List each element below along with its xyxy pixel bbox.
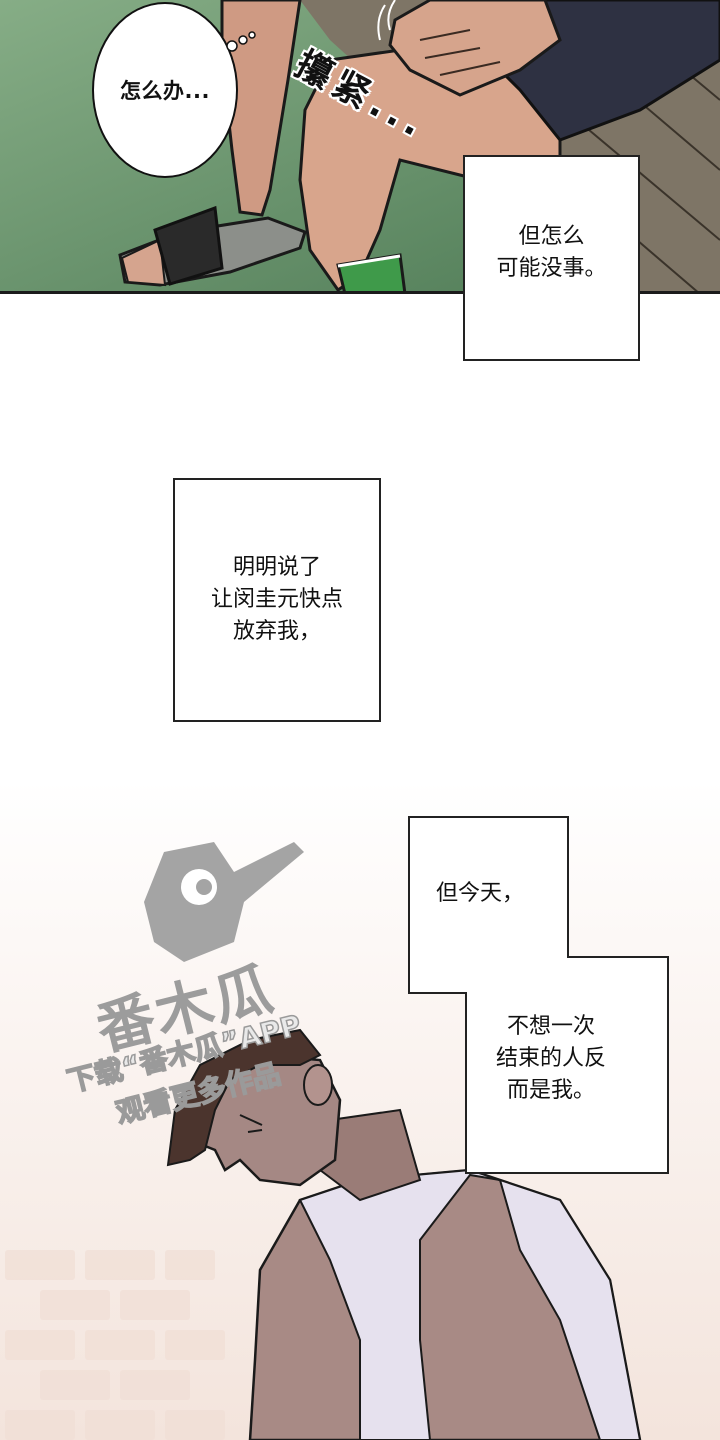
- caption-box-1: 但怎么 可能没事。: [463, 155, 640, 361]
- linked-caption-box: 但今天， 不想一次 结束的人反 而是我。: [408, 816, 670, 1176]
- man-illustration: [5, 1028, 642, 1440]
- bubble-tail-dots: [226, 31, 256, 52]
- speech-bubble: 怎么办...: [92, 2, 238, 178]
- linked-caption-text-2: 不想一次 结束的人反 而是我。: [495, 1014, 606, 1103]
- linked-caption-frame: [408, 816, 669, 1174]
- caption-text-1: 但怎么 可能没事。: [496, 224, 607, 281]
- caption-text-2: 明明说了 让闵圭元快点 放弃我，: [210, 555, 343, 644]
- panel-legs: 怎么办... 攥紧...: [0, 0, 720, 294]
- speech-text: 怎么办...: [120, 79, 210, 103]
- caption-box-2: 明明说了 让闵圭元快点 放弃我，: [173, 478, 381, 722]
- linked-caption-text-1: 但今天，: [436, 881, 525, 906]
